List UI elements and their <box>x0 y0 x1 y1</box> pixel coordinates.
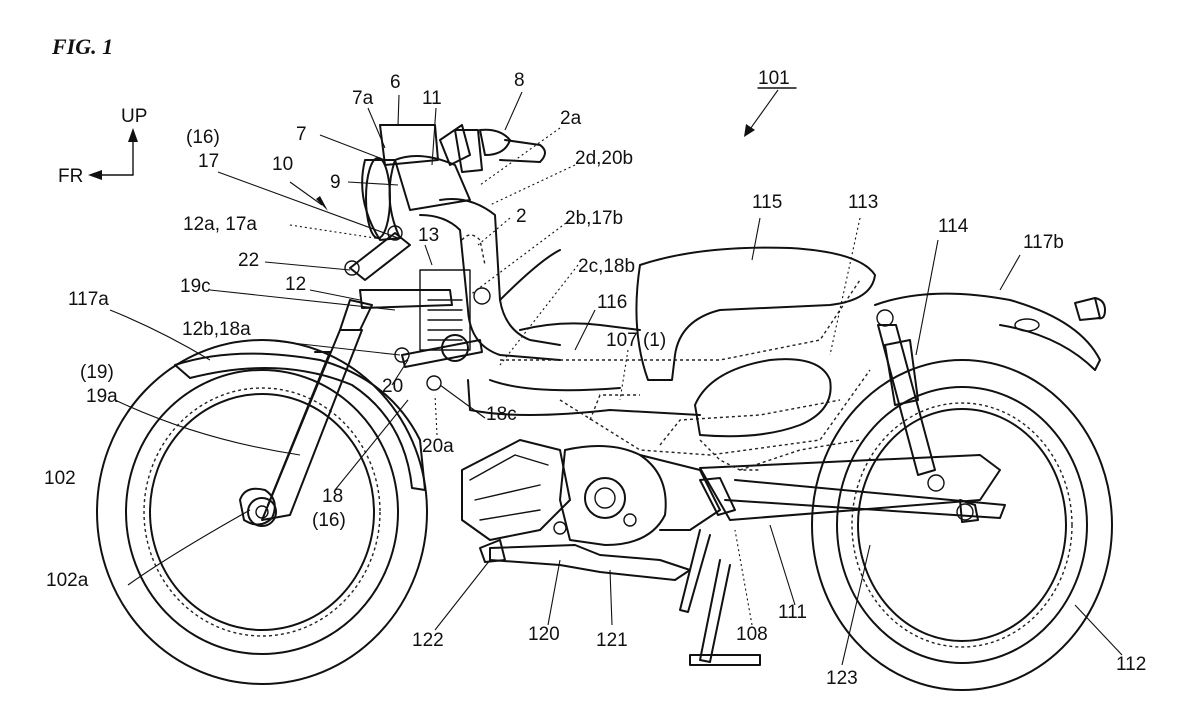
up-label: UP <box>121 106 147 127</box>
numeral-20: 20 <box>382 376 403 397</box>
stand <box>679 529 761 666</box>
rear-shock <box>876 309 945 492</box>
numeral-112: 112 <box>1116 654 1146 675</box>
seat <box>635 246 876 381</box>
numeral-7a: 7a <box>352 88 374 109</box>
numeral-19a: 19a <box>86 386 118 407</box>
numeral-107-1: 107 (1) <box>606 330 666 351</box>
numeral-18: 18 <box>322 486 343 507</box>
numeral-19c: 19c <box>180 276 211 297</box>
numeral-7: 7 <box>296 124 307 145</box>
numeral-2b-17b: 2b,17b <box>565 208 623 229</box>
rear-fender <box>874 292 1106 371</box>
reference-numerals: 101 6 7a 11 8 2a (16) 17 7 10 9 2d,20b 1… <box>44 68 1146 689</box>
numeral-111: 111 <box>778 602 807 623</box>
numeral-102a: 102a <box>46 570 89 591</box>
figure-title: FIG. 1 <box>51 34 113 59</box>
front-wheel <box>96 339 428 685</box>
numeral-2a: 2a <box>560 108 582 129</box>
numeral-113: 113 <box>848 192 878 213</box>
numeral-115: 115 <box>752 192 782 213</box>
swing-arm <box>699 454 1006 523</box>
motorcycle-drawing <box>96 124 1113 691</box>
numeral-18c: 18c <box>486 404 517 425</box>
hidden-lines <box>461 234 871 471</box>
rear-wheel <box>811 359 1113 691</box>
leader-lines <box>109 89 1123 666</box>
numeral-114: 114 <box>938 216 969 237</box>
numeral-9: 9 <box>330 172 341 193</box>
numeral-13: 13 <box>418 225 439 246</box>
numeral-102: 102 <box>44 468 76 489</box>
front-fork <box>239 299 373 526</box>
numeral-16-paren-bottom: (16) <box>312 510 346 531</box>
front-fender <box>174 352 426 491</box>
numeral-116: 116 <box>597 292 627 313</box>
numeral-6: 6 <box>390 72 401 93</box>
numeral-11: 11 <box>422 88 442 109</box>
front-label: FR <box>58 166 83 187</box>
numeral-17: 17 <box>198 151 219 172</box>
numeral-122: 122 <box>412 630 444 651</box>
numeral-10: 10 <box>272 154 293 175</box>
engine <box>461 439 736 546</box>
numeral-12a-17a: 12a, 17a <box>183 214 257 235</box>
numeral-2d-20b: 2d,20b <box>575 148 633 169</box>
numeral-20a: 20a <box>422 436 454 457</box>
numeral-101: 101 <box>758 68 790 89</box>
numeral-117b: 117b <box>1023 232 1064 253</box>
numeral-2: 2 <box>516 206 527 227</box>
numeral-16-paren-top: (16) <box>186 127 220 148</box>
exhaust-pipe <box>479 539 691 581</box>
numeral-2c-18b: 2c,18b <box>578 256 635 277</box>
numeral-12: 12 <box>285 274 306 295</box>
direction-indicator: UP FR <box>58 106 147 187</box>
body-cover <box>694 358 832 438</box>
numeral-19-paren: (19) <box>80 362 114 383</box>
front-link-suspension <box>349 232 483 368</box>
numeral-108: 108 <box>736 624 768 645</box>
numeral-117a: 117a <box>68 289 109 310</box>
numeral-120: 120 <box>528 624 560 645</box>
numeral-121: 121 <box>596 630 628 651</box>
numeral-8: 8 <box>514 70 525 91</box>
numeral-22: 22 <box>238 250 259 271</box>
numeral-123: 123 <box>826 668 858 689</box>
numeral-12b-18a: 12b,18a <box>182 319 251 340</box>
